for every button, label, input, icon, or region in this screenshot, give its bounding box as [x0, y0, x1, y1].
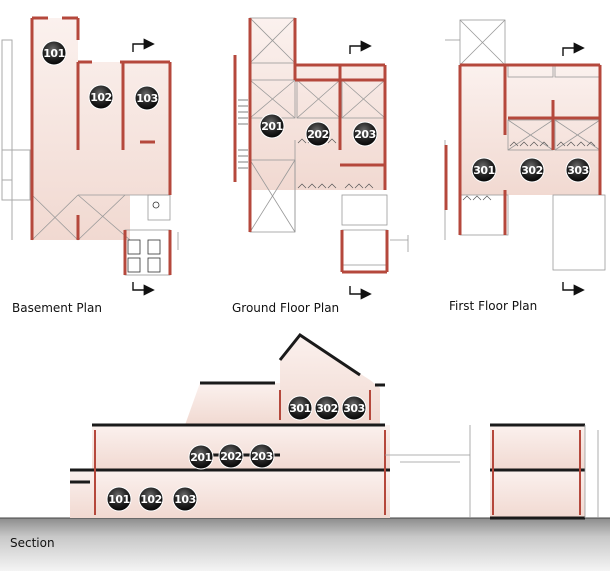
room-number-label: 203 — [251, 450, 272, 463]
room-number-label: 103 — [174, 493, 195, 506]
room-badge-303: 303 — [565, 157, 591, 183]
room-badge-302: 302 — [519, 157, 545, 183]
first-floor-plan-caption: First Floor Plan — [449, 299, 538, 313]
room-badge-101: 101 — [106, 486, 132, 512]
section-arrow-icon — [349, 286, 372, 300]
room-number-label: 201 — [261, 120, 282, 133]
building-section — [0, 332, 610, 571]
room-badge-102: 102 — [138, 486, 164, 512]
room-badge-302: 302 — [314, 395, 340, 421]
room-badge-303: 303 — [341, 395, 367, 421]
room-badge-202: 202 — [305, 121, 331, 147]
section-arrow-icon — [349, 40, 372, 54]
room-badge-101: 101 — [41, 40, 67, 66]
section-arrow-icon — [132, 282, 155, 296]
basement-plan — [1, 16, 179, 296]
section-arrow-icon — [132, 38, 155, 52]
room-number-label: 301 — [473, 164, 494, 177]
room-number-label: 203 — [354, 128, 375, 141]
room-number-label: 201 — [190, 451, 211, 464]
room-number-label: 102 — [140, 493, 161, 506]
ground-floor-plan — [233, 17, 409, 300]
room-badge-103: 103 — [134, 85, 160, 111]
first-floor-plan — [444, 19, 606, 296]
room-badge-301: 301 — [287, 395, 313, 421]
room-number-label: 202 — [307, 128, 328, 141]
room-badge-203: 203 — [352, 121, 378, 147]
room-number-label: 202 — [220, 450, 241, 463]
basement-plan-caption: Basement Plan — [12, 301, 102, 315]
ground-floor-plan-caption: Ground Floor Plan — [232, 301, 340, 315]
room-badges: 101 102 103 201 202 203 301 302 303 301 302 303 201 2… — [41, 40, 591, 512]
room-badge-201: 201 — [188, 444, 214, 470]
section-arrow-icon — [562, 282, 585, 296]
room-number-label: 302 — [316, 402, 337, 415]
room-badge-203: 203 — [249, 443, 275, 469]
room-badge-102: 102 — [88, 84, 114, 110]
room-badge-301: 301 — [471, 157, 497, 183]
room-badge-201: 201 — [259, 113, 285, 139]
section-arrow-icon — [562, 42, 585, 56]
room-badge-202: 202 — [218, 443, 244, 469]
room-number-label: 301 — [289, 402, 310, 415]
room-number-label: 103 — [136, 92, 157, 105]
room-number-label: 102 — [90, 91, 111, 104]
room-number-label: 101 — [43, 47, 64, 60]
section-caption: Section — [10, 536, 55, 550]
ground-fill — [0, 518, 610, 571]
room-number-label: 303 — [343, 402, 364, 415]
room-badge-103: 103 — [172, 486, 198, 512]
room-number-label: 302 — [521, 164, 542, 177]
room-number-label: 101 — [108, 493, 129, 506]
room-number-label: 303 — [567, 164, 588, 177]
